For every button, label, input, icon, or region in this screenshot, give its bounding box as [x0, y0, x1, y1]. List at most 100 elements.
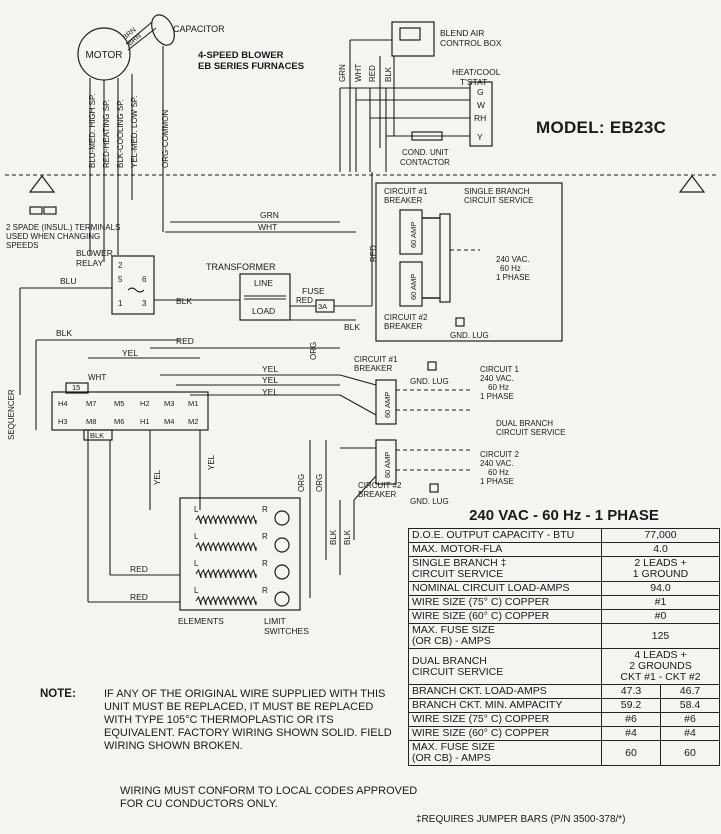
sequencer-box — [51, 391, 209, 431]
db-circuit1-1: CIRCUIT #1 — [354, 355, 398, 364]
element-end-r: R — [262, 586, 268, 595]
wire-label-red-vert: RED — [369, 245, 378, 262]
spec-label: WIRE SIZE (75° C) COPPER — [408, 712, 602, 727]
spec-value-ckt2: 60 — [660, 740, 720, 766]
db-c1-supply-2: 240 VAC. — [480, 374, 514, 383]
cond-unit-label: COND. UNIT — [402, 148, 449, 157]
motor-label: MOTOR — [85, 50, 122, 61]
seq-term-h4: H4 — [58, 399, 68, 408]
db-amp1: 60 AMP — [383, 392, 392, 418]
seq-term-m8: M8 — [86, 417, 96, 426]
db-gnd-lug-2 — [429, 483, 439, 493]
transformer-load: LOAD — [252, 306, 275, 316]
spec-label: MAX. FUSE SIZE(OR CB) - AMPS — [408, 740, 602, 766]
motor-lead-yel: YEL-MED. LOW SP. — [130, 96, 139, 168]
spec-label: WIRE SIZE (60° C) COPPER — [408, 609, 602, 624]
db-c1-supply-4: 1 PHASE — [480, 392, 514, 401]
seq-term-m7: M7 — [86, 399, 96, 408]
db-circuit2-1: CIRCUIT #2 — [358, 481, 402, 490]
db-c1-supply-3: 60 Hz — [488, 383, 509, 392]
wire-label-red-el1: RED — [130, 564, 148, 574]
spec-label: WIRE SIZE (75° C) COPPER — [408, 595, 602, 610]
seq-term-m5: M5 — [114, 399, 124, 408]
limit-switches-line2: SWITCHES — [264, 626, 309, 636]
spec-value: 94.0 — [601, 581, 720, 596]
wire-label-yel-seq: YEL — [122, 348, 138, 358]
blower-relay-label-1: BLOWER — [76, 248, 113, 258]
element-end-l: L — [194, 532, 199, 541]
wire-label-blu: BLU — [60, 276, 77, 286]
blend-air-label: BLEND AIR — [440, 28, 484, 38]
db-circuit1-2: BREAKER — [354, 364, 392, 373]
sb-supply-2: 60 Hz — [500, 264, 521, 273]
fuse-value: 3A — [318, 302, 327, 311]
heat-cool-label: HEAT/COOL — [452, 67, 501, 77]
wire-label-yel-v1: YEL — [153, 469, 162, 485]
wire-label-blk-seq: BLK — [56, 328, 72, 338]
spec-label: MAX. MOTOR-FLA — [408, 542, 602, 557]
wire-label-yel-3: YEL — [262, 387, 278, 397]
wire-label-red-fuse: RED — [296, 296, 313, 305]
blower-title: 4-SPEED BLOWER — [198, 50, 284, 61]
spec-value-ckt2: 46.7 — [660, 684, 720, 699]
spec-value-ckt2: 58.4 — [660, 698, 720, 713]
tstat-wire-grn: GRN — [338, 64, 347, 82]
codes-note: WIRING MUST CONFORM TO LOCAL CODES APPRO… — [120, 785, 418, 810]
wire-label-org-v2: ORG — [315, 474, 324, 492]
wire-label-org-v1: ORG — [297, 474, 306, 492]
wire-label-blk-seq2: BLK — [90, 431, 104, 440]
element-coil — [195, 541, 257, 552]
spec-value-ckt1: 59.2 — [601, 698, 661, 713]
single-branch-panel — [375, 182, 563, 342]
jumper-footnote: ‡REQUIRES JUMPER BARS (P/N 3500-378/*) — [416, 814, 626, 825]
wire-label-org: ORG — [309, 342, 318, 360]
spec-value: 2 LEADS +1 GROUND — [601, 556, 720, 582]
seq-term-m4: M4 — [164, 417, 174, 426]
db-gnd-label-1: GND. LUG — [410, 377, 449, 386]
db-title-2: CIRCUIT SERVICE — [496, 428, 566, 437]
blower-relay-box — [111, 255, 155, 315]
db-c2-supply-4: 1 PHASE — [480, 477, 514, 486]
blower-relay-label-2: RELAY — [76, 258, 104, 268]
spade-terminal-1 — [29, 206, 43, 215]
relay-pin-3: 3 — [142, 299, 147, 308]
sequencer-num: 15 — [72, 383, 80, 392]
ground-symbol-left — [28, 175, 56, 193]
seq-term-m3: M3 — [164, 399, 174, 408]
db-c2-supply-2: 240 VAC. — [480, 459, 514, 468]
element-coil — [195, 568, 257, 579]
limit-switch — [274, 537, 290, 553]
element-end-r: R — [262, 505, 268, 514]
relay-pin-6: 6 — [142, 275, 147, 284]
sb-breaker-1 — [399, 209, 423, 255]
fuse-label: FUSE — [302, 286, 325, 296]
elements-label: ELEMENTS — [178, 616, 224, 626]
spec-value-ckt1: 47.3 — [601, 684, 661, 699]
element-end-l: L — [194, 586, 199, 595]
sb-supply-1: 240 VAC. — [496, 255, 530, 264]
transformer-line: LINE — [254, 278, 273, 288]
element-coil — [195, 514, 257, 525]
sb-gnd-label: GND. LUG — [450, 331, 489, 340]
wire-label-blk-load: BLK — [344, 322, 360, 332]
seq-term-h2: H2 — [140, 399, 150, 408]
element-end-l: L — [194, 559, 199, 568]
spec-label: NOMINAL CIRCUIT LOAD-AMPS — [408, 581, 602, 596]
sb-circuit2-1: CIRCUIT #2 — [384, 313, 428, 322]
sb-amp1: 60 AMP — [409, 222, 418, 248]
blower-subtitle: EB SERIES FURNACES — [198, 61, 304, 72]
relay-pin-1: 1 — [118, 299, 123, 308]
tstat-term-rh: RH — [474, 113, 486, 123]
